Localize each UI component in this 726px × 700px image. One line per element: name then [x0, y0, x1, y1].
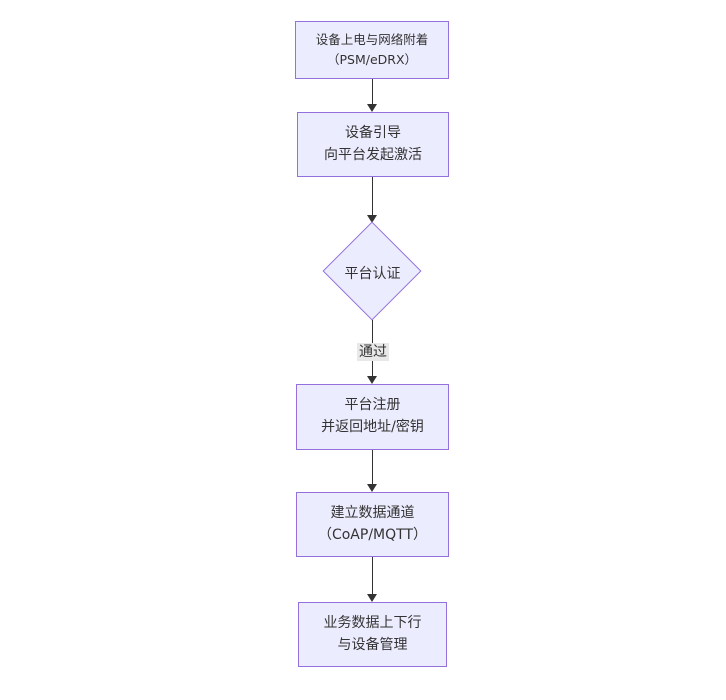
node-label-line: 建立数据通道 [330, 504, 415, 521]
node-platform-register: 平台注册 并返回地址/密钥 [296, 384, 449, 450]
node-label-line: 平台注册 [344, 397, 401, 414]
node-label-line: 业务数据上下行 [323, 614, 422, 631]
connector-line [372, 557, 373, 595]
arrowhead-icon [367, 104, 377, 112]
node-label-line: （PSM/eDRX） [326, 52, 418, 67]
connector-line [372, 450, 373, 485]
node-label-line: （CoAP/MQTT） [317, 526, 428, 543]
edge-label-pass: 通过 [357, 343, 389, 361]
node-business-data: 业务数据上下行 与设备管理 [298, 602, 447, 667]
node-label-line: 与设备管理 [337, 636, 408, 653]
node-label-line: 设备上电与网络附着 [315, 32, 429, 47]
connector-line [372, 79, 373, 105]
node-power-network-attach: 设备上电与网络附着 （PSM/eDRX） [295, 21, 449, 79]
arrowhead-icon [367, 215, 377, 223]
node-label-line: 并返回地址/密钥 [321, 419, 424, 435]
node-device-bootstrap: 设备引导 向平台发起激活 [297, 112, 449, 177]
arrowhead-icon [367, 376, 377, 384]
node-label-line: 设备引导 [345, 124, 401, 141]
decision-node-label: 平台认证 [344, 266, 401, 282]
arrowhead-icon [367, 594, 377, 602]
node-label-line: 向平台发起激活 [324, 146, 422, 163]
arrowhead-icon [367, 484, 377, 492]
connector-line [372, 177, 373, 216]
node-data-channel: 建立数据通道 （CoAP/MQTT） [296, 492, 449, 557]
